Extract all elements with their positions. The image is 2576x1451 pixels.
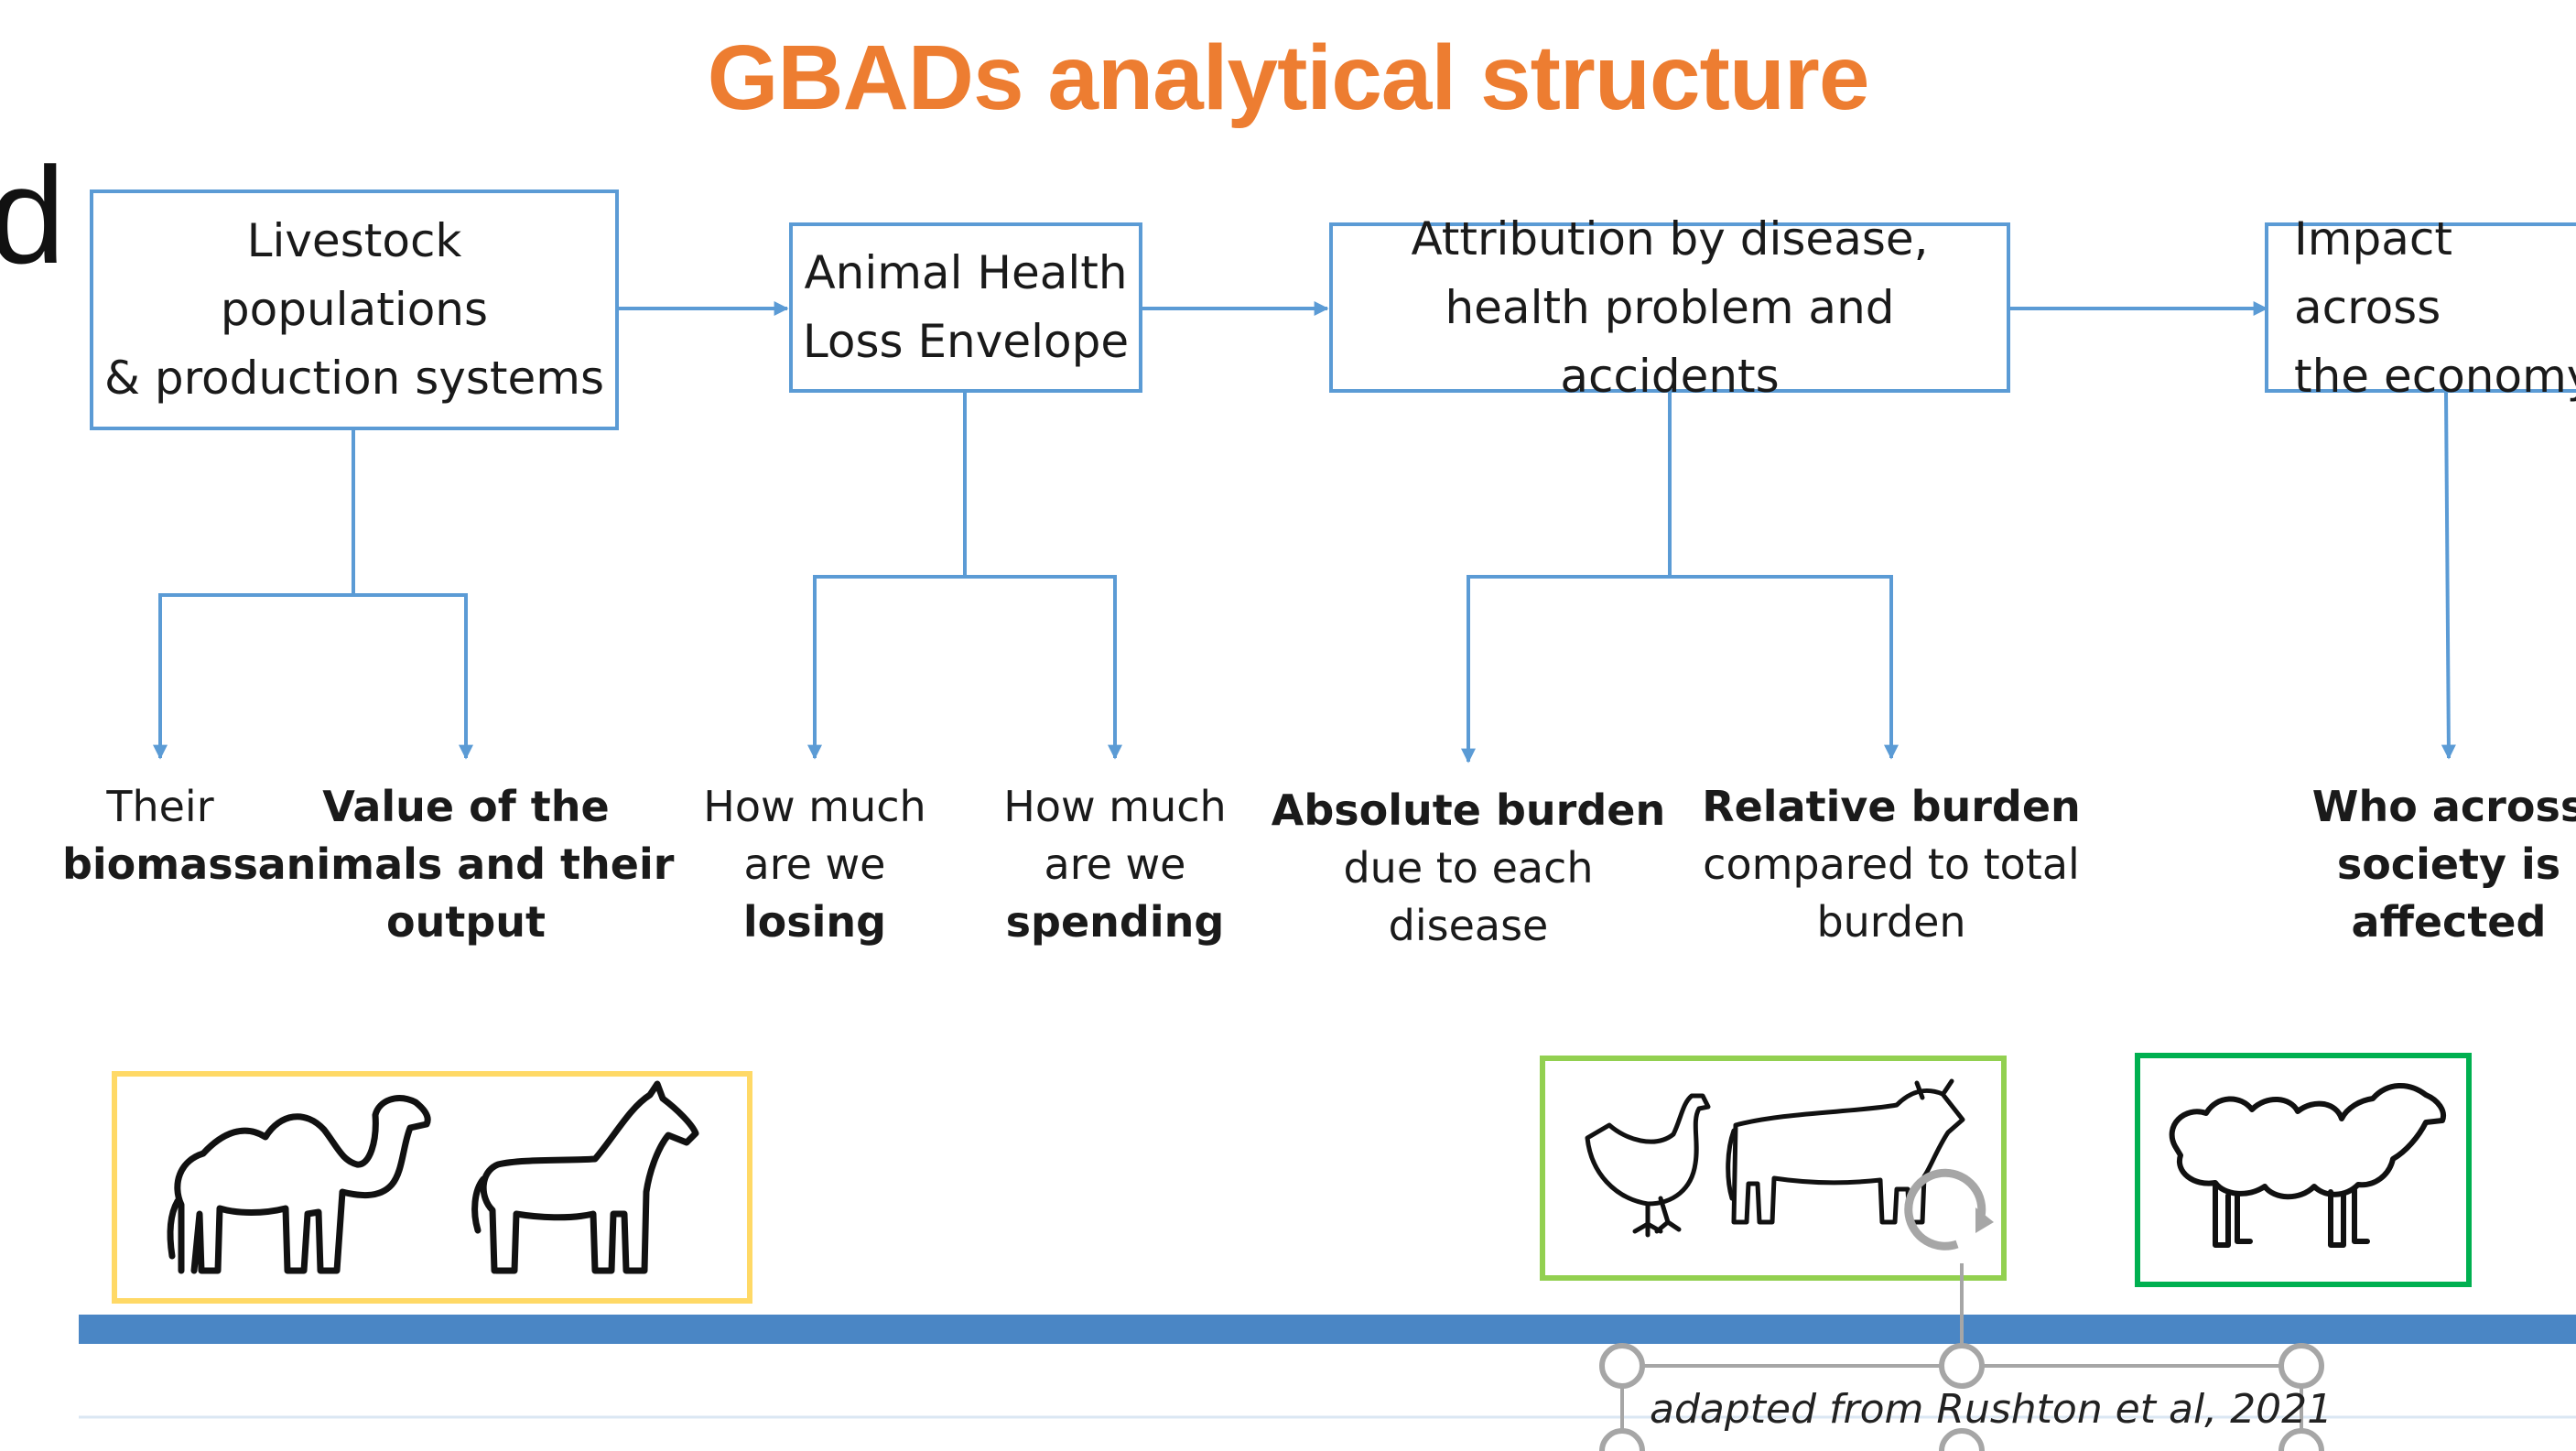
outcome-relative-burden: Relative burden compared to total burden bbox=[1702, 778, 2081, 951]
branch-stage1 bbox=[153, 430, 355, 760]
outcome-line: are we bbox=[743, 839, 886, 889]
outcome-biomass: Their biomass bbox=[62, 778, 258, 893]
chicken-icon bbox=[1585, 1093, 1711, 1238]
cow-icon bbox=[1726, 1078, 1994, 1251]
outcome-who-affected: Who across society is affected bbox=[2312, 778, 2576, 951]
outcome-line: Who across bbox=[2311, 782, 2576, 831]
resize-handle-top-left bbox=[1599, 1343, 1645, 1389]
sheep-icon bbox=[2169, 1082, 2446, 1248]
outcome-line: Their bbox=[106, 782, 214, 831]
outcome-line: How much bbox=[1003, 782, 1227, 831]
page-title: GBADs analytical structure bbox=[707, 27, 1870, 129]
resize-handle-bottom-middle bbox=[1939, 1428, 1985, 1451]
outcome-line: disease bbox=[1388, 901, 1549, 950]
outcome-line: Value of the bbox=[322, 782, 610, 831]
outcome-line: society is bbox=[2336, 839, 2561, 889]
outcome-line: Relative burden bbox=[1702, 782, 2081, 831]
branch-stage3-right bbox=[1670, 575, 1899, 760]
outcome-line: animals and their bbox=[257, 839, 675, 889]
branch-stage4 bbox=[2441, 391, 2456, 760]
outcome-absolute-burden: Absolute burden due to each disease bbox=[1272, 782, 1665, 955]
outcome-line: compared to total bbox=[1703, 839, 2080, 889]
animal-group-sheep bbox=[2135, 1053, 2472, 1287]
outcome-line: biomass bbox=[61, 839, 259, 889]
animal-group-chicken-cow bbox=[1540, 1056, 2007, 1281]
outcome-line: output bbox=[385, 897, 546, 947]
outcome-line: burden bbox=[1816, 897, 1966, 947]
outcome-line: spending bbox=[1005, 897, 1225, 947]
stage-livestock-populations: Livestock populations & production syste… bbox=[90, 189, 619, 430]
resize-handle-top-middle bbox=[1939, 1343, 1985, 1389]
outcome-spending: How much are we spending bbox=[1003, 778, 1226, 951]
source-credit[interactable]: adapted from Rushton et al, 2021 bbox=[1650, 1386, 2333, 1433]
animal-group-camel-horse bbox=[112, 1071, 752, 1304]
branch-stage2 bbox=[807, 392, 967, 760]
outcome-line: affected bbox=[2351, 897, 2547, 947]
outcome-value-of-animals: Value of the animals and their output bbox=[258, 778, 675, 951]
resize-handle-bottom-right bbox=[2278, 1428, 2324, 1451]
outcome-line: losing bbox=[742, 897, 887, 947]
camel-icon bbox=[167, 1080, 699, 1274]
branch-stage1-right bbox=[353, 593, 473, 760]
cropped-letter: d bbox=[0, 138, 66, 292]
outcome-line: due to each bbox=[1343, 843, 1594, 893]
timeline-bar bbox=[79, 1315, 2576, 1344]
resize-handle-bottom-left bbox=[1599, 1428, 1645, 1451]
branch-stage2-right bbox=[965, 575, 1122, 760]
outcome-line: Absolute burden bbox=[1271, 785, 1666, 835]
outcome-line: How much bbox=[703, 782, 926, 831]
branch-stage3 bbox=[1461, 392, 1672, 763]
resize-handle-top-right bbox=[2278, 1343, 2324, 1389]
outcome-line: are we bbox=[1044, 839, 1186, 889]
outcome-losing: How much are we losing bbox=[703, 778, 925, 951]
stage-animal-health-loss-envelope: Animal Health Loss Envelope bbox=[789, 222, 1142, 393]
